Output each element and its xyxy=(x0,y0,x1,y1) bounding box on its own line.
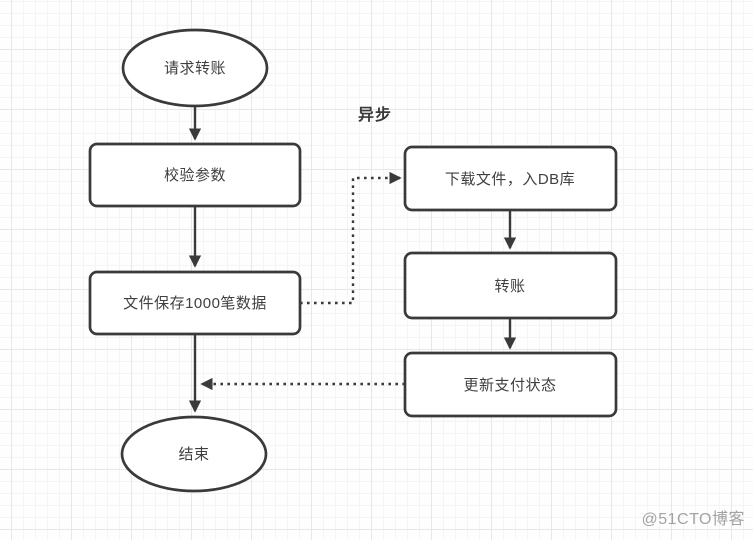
node-save-file-label: 文件保存1000笔数据 xyxy=(123,295,267,312)
node-save-file-shape xyxy=(88,270,302,336)
node-download-file-label: 下载文件，入DB库 xyxy=(445,171,575,188)
node-start: 请求转账 xyxy=(121,28,269,108)
node-start-label: 请求转账 xyxy=(164,60,226,77)
node-save-file: 文件保存1000笔数据 xyxy=(88,270,302,336)
node-transfer-label: 转账 xyxy=(494,278,525,295)
async-section-label: 异步 xyxy=(358,105,392,124)
node-validate-params: 校验参数 xyxy=(88,142,302,208)
node-transfer-shape xyxy=(403,251,618,320)
node-validate-params-shape xyxy=(88,142,302,208)
node-end-label: 结束 xyxy=(178,446,209,463)
node-start-shape xyxy=(121,28,269,108)
node-download-file: 下载文件，入DB库 xyxy=(403,145,618,212)
edge-save-to-download-dotted xyxy=(300,171,402,305)
watermark: @51CTO博客 xyxy=(641,511,745,528)
node-update-status-shape xyxy=(403,351,618,418)
node-transfer: 转账 xyxy=(403,251,618,320)
node-download-file-shape xyxy=(403,145,618,212)
node-end: 结束 xyxy=(120,415,268,493)
node-update-status: 更新支付状态 xyxy=(403,351,618,418)
node-update-status-label: 更新支付状态 xyxy=(463,377,556,394)
node-end-shape xyxy=(120,415,268,493)
node-validate-params-label: 校验参数 xyxy=(164,167,226,184)
